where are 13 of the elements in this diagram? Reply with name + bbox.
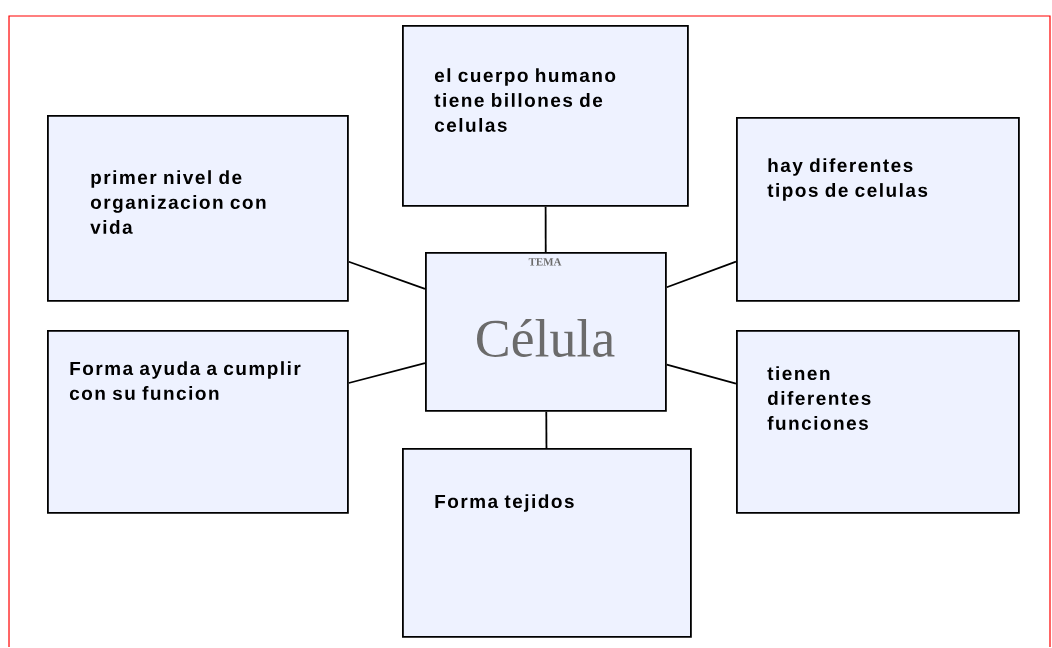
connector-line xyxy=(347,260,426,290)
connector-line xyxy=(544,205,547,253)
text-box: tienen diferentes funciones xyxy=(736,330,1020,514)
text-box: el cuerpo humano tiene billones de celulas xyxy=(402,25,689,207)
connector-line xyxy=(665,363,737,385)
connector-line xyxy=(545,410,548,449)
topic-box: TEMA Célula xyxy=(425,252,667,412)
connector-line xyxy=(347,362,426,384)
text-box: hay diferentes tipos de celulas xyxy=(736,117,1020,302)
connector-line xyxy=(665,260,737,289)
text-box: Forma tejidos xyxy=(402,448,692,638)
text-box: Forma ayuda a cumplir con su funcion xyxy=(47,330,349,514)
text-box: primer nivel de organizacion con vida xyxy=(47,115,349,302)
